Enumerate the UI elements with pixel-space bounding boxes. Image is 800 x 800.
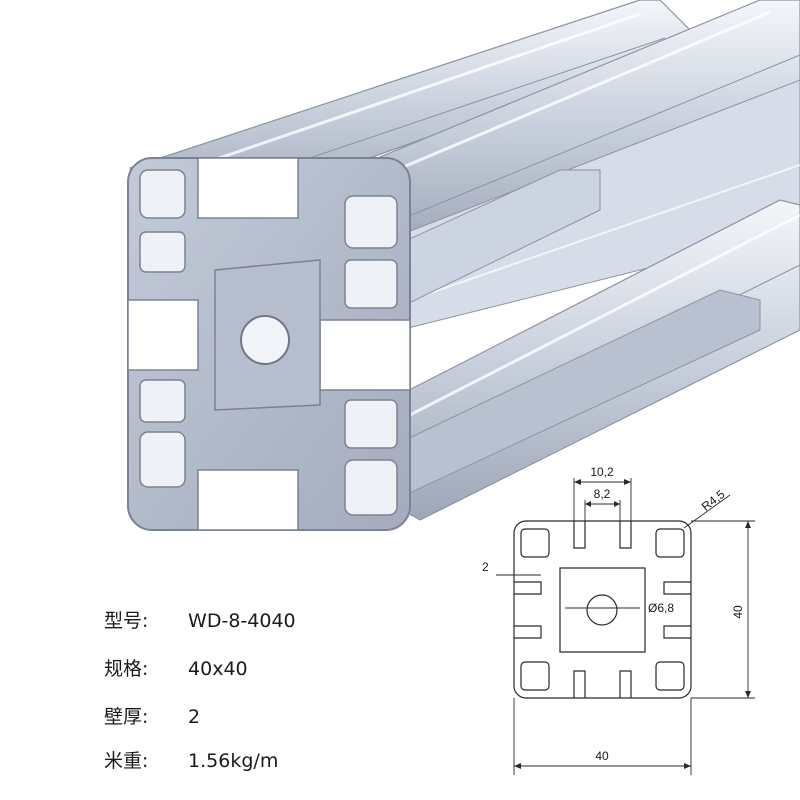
spec-value: 40x40	[188, 658, 248, 680]
spec-label: 米重:	[104, 750, 149, 772]
spec-model: 型号: WD-8-4040	[104, 606, 296, 633]
profile-end-face	[127, 157, 411, 531]
dim-slot-outer: 10,2	[590, 465, 614, 479]
spec-weight: 米重: 1.56kg/m	[104, 746, 278, 773]
dimension-arrows	[514, 479, 751, 769]
dim-slot-inner: 8,2	[594, 487, 611, 501]
dim-wall: 2	[482, 560, 489, 574]
dimension-lines	[496, 478, 755, 775]
spec-label: 规格:	[104, 658, 149, 680]
dim-width: 40	[595, 749, 609, 763]
cross-section-drawing	[496, 478, 755, 775]
dim-height: 40	[731, 605, 745, 619]
spec-value: WD-8-4040	[188, 610, 296, 632]
aluminum-profile-3d	[127, 0, 800, 531]
spec-wall-thickness: 壁厚: 2	[104, 702, 200, 729]
spec-value: 1.56kg/m	[188, 750, 279, 772]
spec-label: 型号:	[104, 610, 149, 632]
spec-value: 2	[188, 706, 201, 728]
spec-label: 壁厚:	[104, 706, 149, 728]
dim-radius: R4,5	[699, 487, 728, 514]
drawing-center-hole	[586, 594, 618, 626]
center-hole	[240, 315, 290, 365]
dim-hole: Ø6,8	[648, 601, 674, 615]
spec-size: 规格: 40x40	[104, 654, 248, 681]
